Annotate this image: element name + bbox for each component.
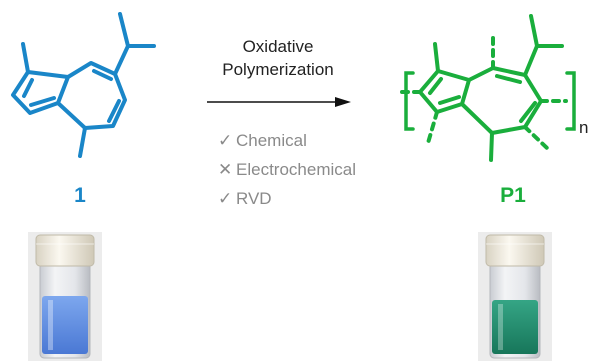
monomer-structure (11, 12, 156, 158)
method-mark: ✕ (218, 160, 232, 179)
polymer-structure (418, 14, 564, 162)
method-mark: ✓ (218, 131, 232, 150)
repeat-subscript: n (579, 118, 588, 137)
method-label: Electrochemical (236, 160, 356, 179)
reaction-arrow (207, 97, 351, 107)
condition-line-2: Polymerization (222, 60, 334, 79)
polymer-vial-photo (478, 232, 552, 361)
polymer-label: P1 (500, 184, 526, 207)
repeat-brackets (404, 71, 576, 131)
method-label: RVD (236, 189, 272, 208)
method-list: ✓ Chemical ✕ Electrochemical ✓ RVD (218, 131, 356, 208)
polymer-linkage-bonds (394, 34, 568, 151)
monomer-vial-photo (28, 232, 102, 361)
monomer-label: 1 (74, 184, 86, 207)
method-mark: ✓ (218, 189, 232, 208)
method-label: Chemical (236, 131, 307, 150)
condition-line-1: Oxidative (243, 37, 314, 56)
